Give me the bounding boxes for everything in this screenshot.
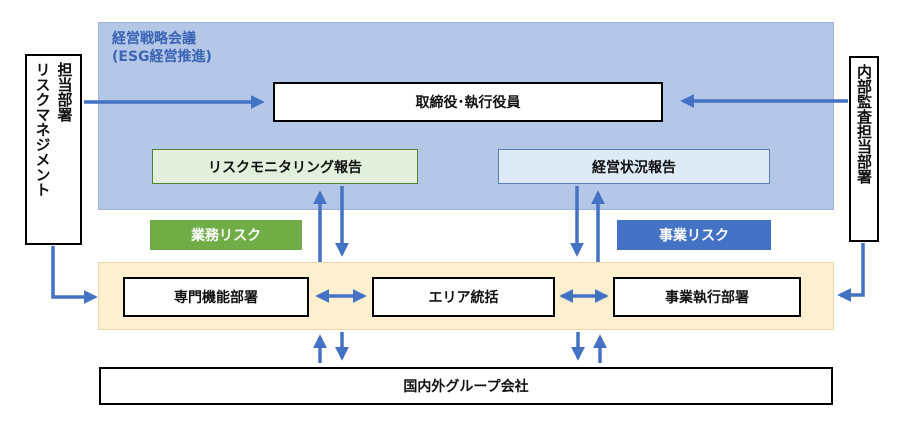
council-subtitle: (ESG経営推進) <box>112 49 212 65</box>
area-management-box: エリア統括 <box>372 277 555 317</box>
arrow-audit-to-operations <box>837 243 865 302</box>
business-risk-label: 事業リスク <box>617 220 771 250</box>
risk-management-dept-line2: 担当部署 <box>55 62 74 122</box>
internal-audit-dept-box: 内部監査担当部署 <box>849 56 879 242</box>
risk-management-dept-line1: リスクマネジメント <box>33 62 52 197</box>
executives-box: 取締役･執行役員 <box>273 82 663 122</box>
business-execution-box: 事業執行部署 <box>613 277 801 317</box>
business-status-report-box: 経営状況報告 <box>498 149 770 184</box>
risk-management-dept-box: リスクマネジメント 担当部署 <box>25 54 82 245</box>
arrow-riskdept-to-specialists <box>51 246 98 304</box>
council-title: 経営戦略会議 <box>112 31 196 47</box>
internal-audit-dept-label: 内部監査担当部署 <box>855 64 873 184</box>
risk-monitoring-report-box: リスクモニタリング報告 <box>152 149 418 184</box>
strategy-council-label: 経営戦略会議 (ESG経営推進) <box>112 30 212 66</box>
specialist-departments-box: 専門機能部署 <box>123 277 309 317</box>
group-companies-box: 国内外グループ会社 <box>99 367 833 405</box>
operational-risk-label: 業務リスク <box>150 220 302 250</box>
